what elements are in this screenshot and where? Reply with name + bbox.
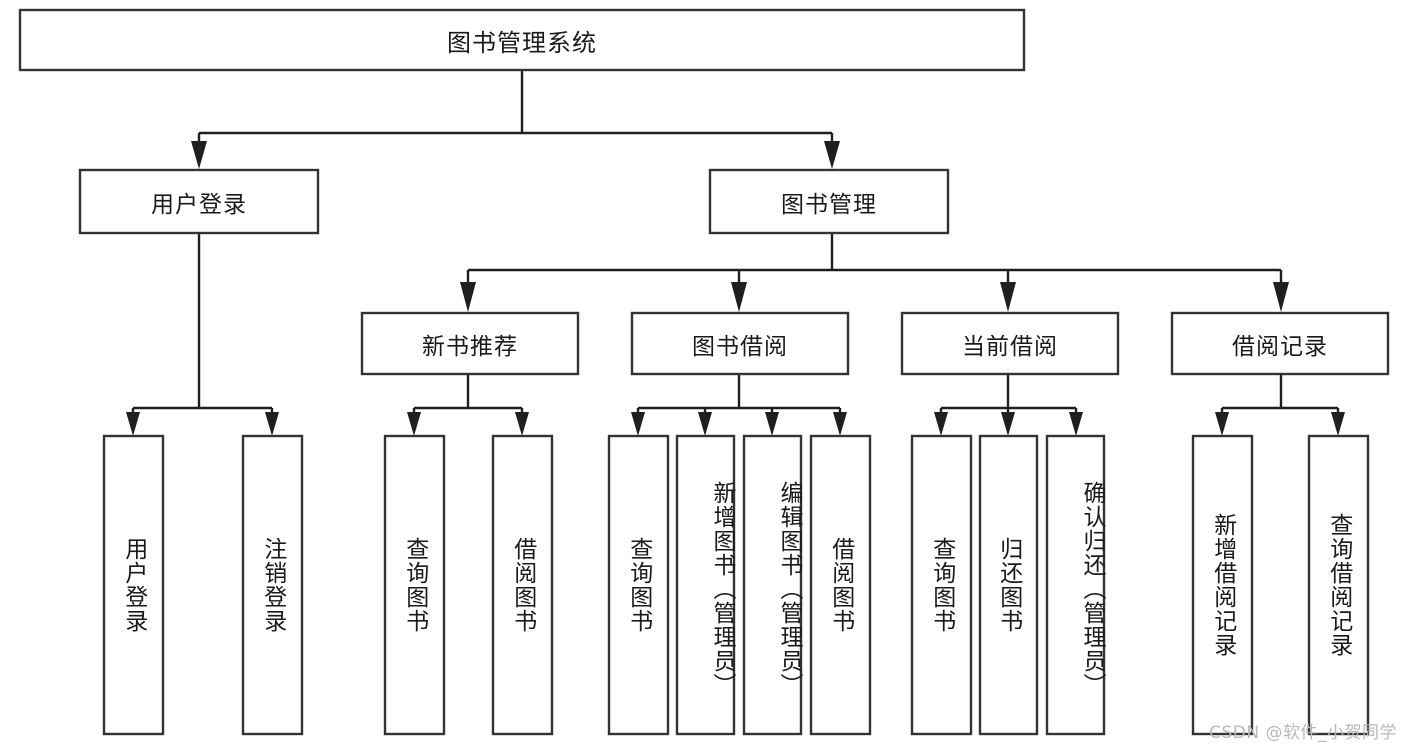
- node-box-leaf-add-record[interactable]: [1191, 434, 1254, 736]
- arrowhead-leaf-confirm-return: [1069, 412, 1083, 436]
- connector-group-borrow-record-children: [1215, 374, 1345, 436]
- node-box-borrow-record[interactable]: [1170, 311, 1390, 376]
- connector-group-book-management-children: [460, 233, 1289, 312]
- node-box-leaf-borrow-book-1[interactable]: [491, 434, 554, 736]
- arrowhead-book-management: [824, 141, 840, 169]
- node-box-book-borrow[interactable]: [630, 311, 850, 376]
- node-box-current-borrow[interactable]: [900, 311, 1120, 376]
- node-box-new-book-recommend[interactable]: [360, 311, 580, 376]
- node-box-leaf-query-book-3[interactable]: [910, 434, 973, 736]
- arrowhead-leaf-logout-login: [265, 412, 279, 436]
- arrowhead-leaf-edit-book: [765, 412, 779, 436]
- arrowhead-leaf-borrow-book-2: [833, 412, 847, 436]
- node-box-book-management[interactable]: [708, 168, 950, 235]
- arrowhead-leaf-user-login: [126, 412, 140, 436]
- node-box-leaf-logout-login[interactable]: [241, 434, 304, 736]
- node-box-leaf-borrow-book-2[interactable]: [809, 434, 872, 736]
- arrowhead-leaf-query-book-2: [631, 412, 645, 436]
- node-box-leaf-return-book[interactable]: [978, 434, 1039, 736]
- arrowhead-leaf-query-book-1: [407, 412, 421, 436]
- node-box-leaf-query-book-1[interactable]: [383, 434, 446, 736]
- arrowhead-current-borrow: [1000, 282, 1016, 312]
- node-box-leaf-user-login[interactable]: [102, 434, 165, 736]
- arrowhead-leaf-return-book: [1001, 412, 1015, 436]
- node-box-user-login[interactable]: [78, 168, 320, 235]
- arrowhead-new-book-recommend: [460, 282, 476, 312]
- node-box-leaf-confirm-return[interactable]: [1045, 434, 1106, 736]
- node-box-root[interactable]: [18, 8, 1026, 72]
- arrowhead-leaf-borrow-book-1: [515, 412, 529, 436]
- arrowhead-borrow-record: [1273, 282, 1289, 312]
- connector-group-book-borrow-children: [631, 374, 847, 436]
- arrowhead-book-borrow: [731, 282, 747, 312]
- arrowhead-leaf-query-book-3: [934, 412, 948, 436]
- connector-group-user-login-children: [126, 233, 279, 436]
- node-box-leaf-query-record[interactable]: [1307, 434, 1370, 736]
- node-box-leaf-edit-book[interactable]: [742, 434, 803, 736]
- connector-group-current-borrow-children: [934, 374, 1083, 436]
- arrowhead-user-login: [191, 141, 207, 169]
- connector-group-new-book-children: [407, 374, 529, 436]
- arrowhead-leaf-add-book: [698, 412, 712, 436]
- arrowhead-leaf-query-record: [1331, 412, 1345, 436]
- node-box-leaf-query-book-2[interactable]: [607, 434, 670, 736]
- node-box-leaf-add-book[interactable]: [675, 434, 736, 736]
- connector-group-root-to-level1: [191, 70, 840, 169]
- arrowhead-leaf-add-record: [1215, 412, 1229, 436]
